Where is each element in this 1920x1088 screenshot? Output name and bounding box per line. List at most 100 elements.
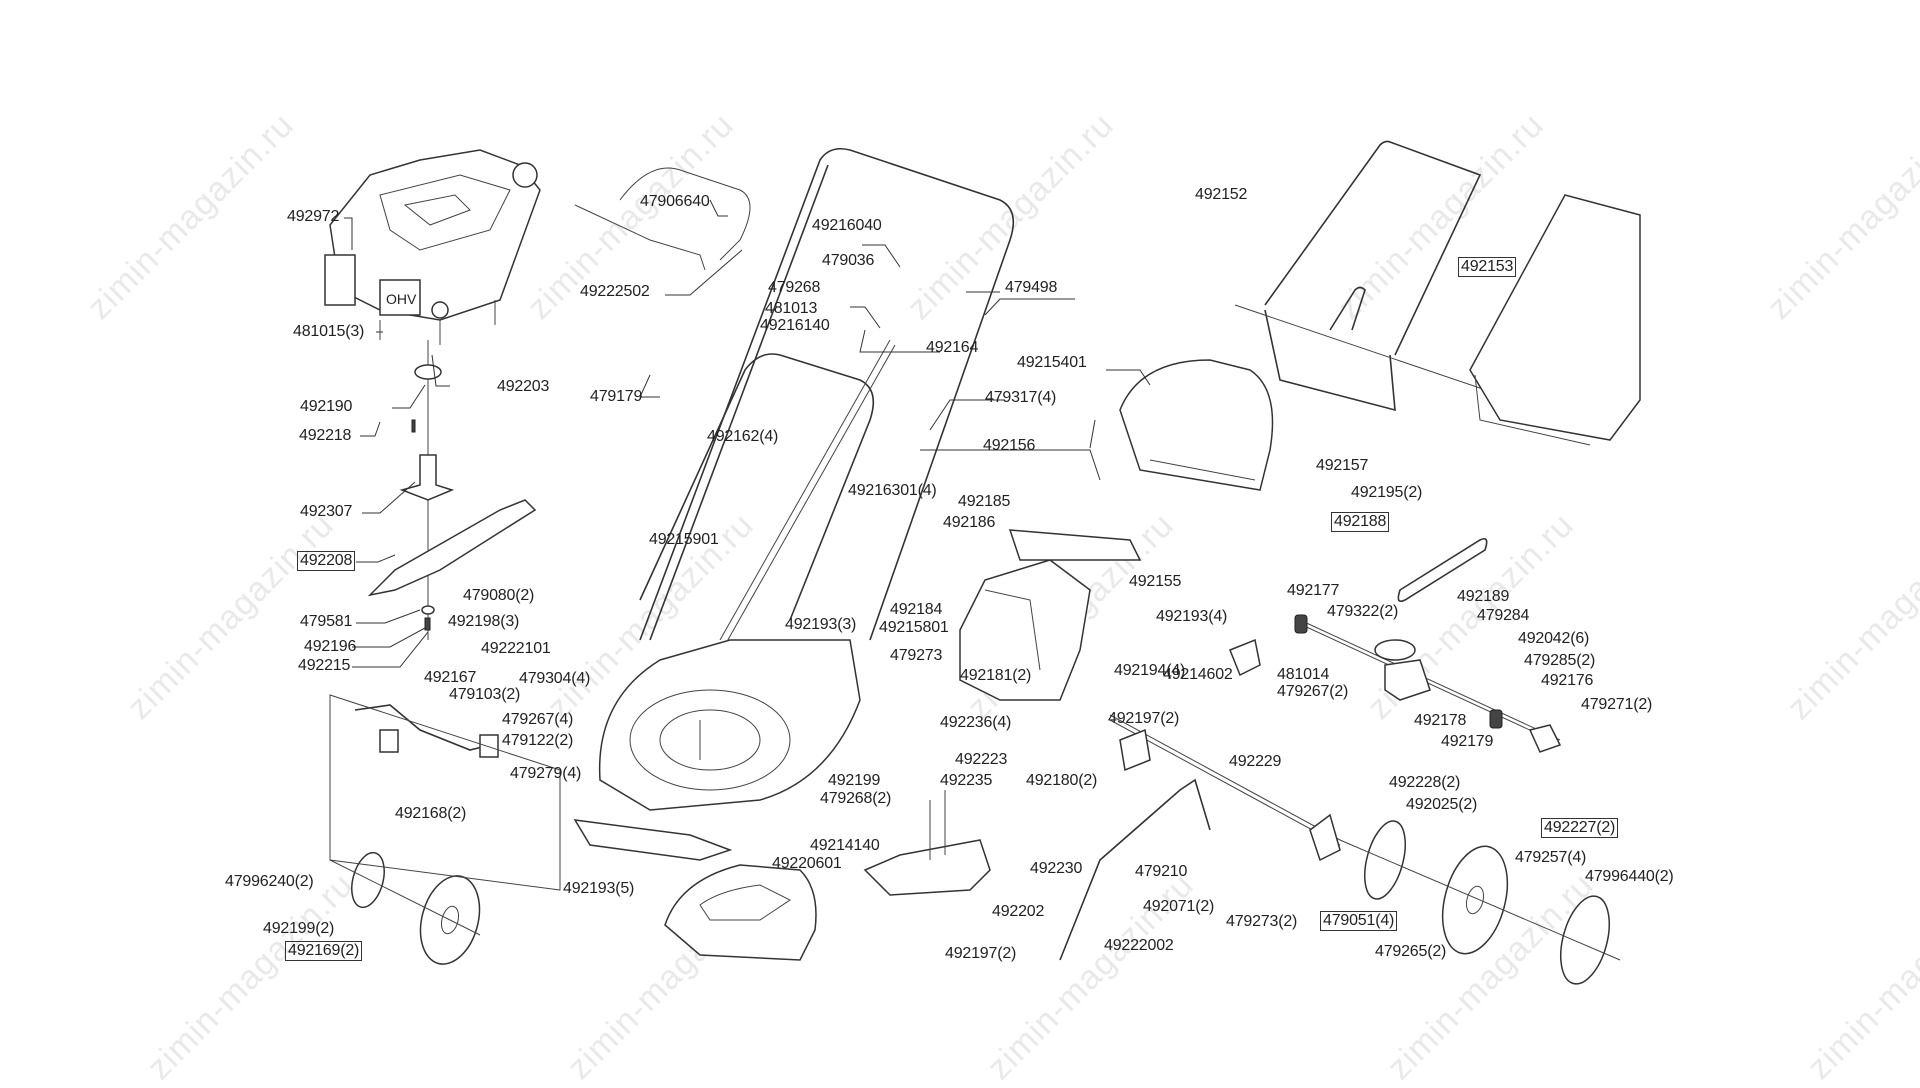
part-label[interactable]: 492194(4)	[1114, 662, 1186, 679]
part-label[interactable]: 47906640	[640, 193, 710, 210]
part-label[interactable]: 49220601	[772, 855, 842, 872]
part-label[interactable]: 492176	[1541, 672, 1594, 689]
part-label[interactable]: 492197(2)	[945, 945, 1017, 962]
part-label[interactable]: 481013	[765, 300, 818, 317]
part-label[interactable]: 492196	[304, 638, 357, 655]
part-label[interactable]: 479267(2)	[1277, 683, 1349, 700]
part-label[interactable]: 492162(4)	[707, 428, 779, 445]
part-label[interactable]: 479273	[890, 647, 943, 664]
part-label[interactable]: 492157	[1316, 457, 1369, 474]
part-label[interactable]: 47996240(2)	[225, 873, 314, 890]
part-label[interactable]: 492193(3)	[785, 616, 857, 633]
part-label[interactable]: 479268	[768, 279, 821, 296]
part-label[interactable]: 479257(4)	[1515, 849, 1587, 866]
part-label[interactable]: 479267(4)	[502, 711, 574, 728]
part-label[interactable]: 492218	[299, 427, 352, 444]
part-label[interactable]: 479268(2)	[820, 790, 892, 807]
part-label[interactable]: 492202	[992, 903, 1045, 920]
part-label[interactable]: 492199	[828, 772, 881, 789]
front-cover-drawing	[664, 864, 817, 961]
part-label[interactable]: 479122(2)	[502, 732, 574, 749]
part-label[interactable]: 49216301(4)	[848, 482, 937, 499]
part-label[interactable]: 481014	[1277, 666, 1330, 683]
part-label[interactable]: 492230	[1030, 860, 1083, 877]
part-label[interactable]: 492167	[424, 669, 477, 686]
part-label[interactable]: 492223	[955, 751, 1008, 768]
part-label[interactable]: 492198(3)	[448, 613, 520, 630]
part-label[interactable]: 49216140	[760, 317, 830, 334]
part-label[interactable]: 479279(4)	[510, 765, 582, 782]
part-label[interactable]: 492215	[298, 657, 351, 674]
part-label[interactable]: 492181(2)	[960, 667, 1032, 684]
part-label[interactable]: 49214140	[810, 837, 880, 854]
part-label[interactable]: 49222101	[481, 640, 551, 657]
part-label[interactable]: 492197(2)	[1108, 710, 1180, 727]
part-label[interactable]: 479498	[1005, 279, 1058, 296]
part-label[interactable]: 479581	[300, 613, 353, 630]
part-label[interactable]: 492195(2)	[1351, 484, 1423, 501]
part-label[interactable]: 492227(2)	[1541, 818, 1619, 838]
part-label[interactable]: 492203	[497, 378, 550, 395]
part-label[interactable]: 49214602	[1163, 666, 1233, 683]
part-label[interactable]: 479273(2)	[1226, 913, 1298, 930]
rear-lift-rod-drawing	[1059, 778, 1211, 961]
part-label[interactable]: 492155	[1129, 573, 1182, 590]
part-label[interactable]: 49222502	[580, 283, 650, 300]
part-label[interactable]: 492193(5)	[563, 880, 635, 897]
part-label[interactable]: 492193(4)	[1156, 608, 1228, 625]
part-label[interactable]: 479051(4)	[1320, 911, 1398, 931]
part-label[interactable]: 479304(4)	[519, 670, 591, 687]
part-label[interactable]: 479322(2)	[1327, 603, 1399, 620]
part-label[interactable]: 479285(2)	[1524, 652, 1596, 669]
catcher-bag-drawing	[1469, 194, 1641, 446]
part-label[interactable]: 492199(2)	[263, 920, 335, 937]
upper-handle-drawing	[574, 147, 1015, 641]
part-label[interactable]: 492153	[1458, 257, 1517, 277]
part-label[interactable]: 492169(2)	[285, 941, 363, 961]
drive-belt-drawing	[1397, 537, 1488, 603]
part-label[interactable]: 49216040	[812, 217, 882, 234]
part-label[interactable]: 492188	[1331, 512, 1390, 532]
part-label[interactable]: 492184	[890, 601, 943, 618]
part-label[interactable]: 492177	[1287, 582, 1340, 599]
part-label[interactable]: 492164	[926, 339, 979, 356]
part-label[interactable]: 481015(3)	[293, 323, 365, 340]
part-label[interactable]: 49222002	[1104, 937, 1174, 954]
svg-text:OHV: OHV	[386, 291, 417, 307]
part-label[interactable]: 492229	[1229, 753, 1282, 770]
part-label[interactable]: 479080(2)	[463, 587, 535, 604]
part-label[interactable]: 492156	[983, 437, 1036, 454]
part-label[interactable]: 492186	[943, 514, 996, 531]
mower-deck-drawing	[573, 639, 861, 861]
part-label[interactable]: 479317(4)	[985, 389, 1057, 406]
part-label[interactable]: 492180(2)	[1026, 772, 1098, 789]
part-label[interactable]: 49215801	[879, 619, 949, 636]
part-label[interactable]: 492236(4)	[940, 714, 1012, 731]
part-label[interactable]: 49215901	[649, 531, 719, 548]
part-label[interactable]: 492235	[940, 772, 993, 789]
part-label[interactable]: 492228(2)	[1389, 774, 1461, 791]
part-label[interactable]: 479265(2)	[1375, 943, 1447, 960]
part-label[interactable]: 479271(2)	[1581, 696, 1653, 713]
part-label[interactable]: 479103(2)	[449, 686, 521, 703]
part-label[interactable]: 492071(2)	[1143, 898, 1215, 915]
part-label[interactable]: 492189	[1457, 588, 1510, 605]
part-label[interactable]: 49215401	[1017, 354, 1087, 371]
part-label[interactable]: 492190	[300, 398, 353, 415]
part-label[interactable]: 479210	[1135, 863, 1188, 880]
part-label[interactable]: 492152	[1195, 186, 1248, 203]
part-label[interactable]: 492042(6)	[1518, 630, 1590, 647]
part-label[interactable]: 492972	[287, 208, 340, 225]
part-label[interactable]: 47996440(2)	[1585, 868, 1674, 885]
part-label[interactable]: 492179	[1441, 733, 1494, 750]
part-label[interactable]: 492168(2)	[395, 805, 467, 822]
part-label[interactable]: 492025(2)	[1406, 796, 1478, 813]
part-label[interactable]: 492185	[958, 493, 1011, 510]
part-label[interactable]: 479284	[1477, 607, 1530, 624]
part-label[interactable]: 492208	[297, 551, 356, 571]
part-label[interactable]: 479036	[822, 252, 875, 269]
part-label[interactable]: 492307	[300, 503, 353, 520]
part-label[interactable]: 479179	[590, 388, 643, 405]
part-label[interactable]: 492178	[1414, 712, 1467, 729]
